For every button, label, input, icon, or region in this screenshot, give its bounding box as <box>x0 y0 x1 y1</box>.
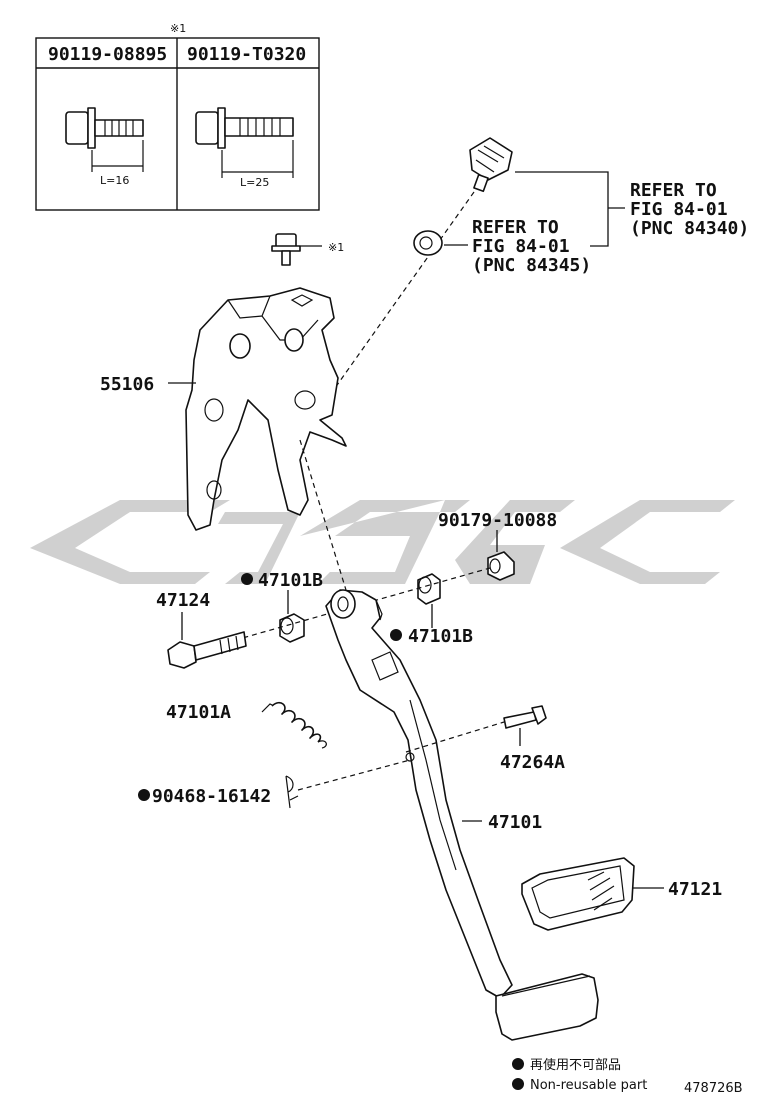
table-note-mark: ※1 <box>170 22 186 35</box>
pedal-stopper <box>503 705 547 746</box>
ref1-line3: (PNC 84340) <box>630 218 749 239</box>
bushing-left <box>279 590 305 643</box>
label-55106: 55106 <box>100 374 154 395</box>
bolt-l16-drawing <box>65 107 144 172</box>
diagram-number: 478726B <box>684 1081 743 1096</box>
table-part-no-1: 90119-08895 <box>48 44 167 65</box>
legend: 再使用不可部品 Non-reusable part <box>512 1057 647 1093</box>
bolt-note-mark: ※1 <box>328 241 344 254</box>
watermark-logo <box>30 500 735 584</box>
label-90179-10088: 90179-10088 <box>438 510 557 531</box>
return-spring <box>261 701 327 749</box>
label-47101: 47101 <box>488 812 542 833</box>
pedal-bracket <box>168 287 347 531</box>
non-reusable-mark-bushing-right <box>390 629 402 641</box>
label-47121: 47121 <box>668 879 722 900</box>
label-47101A: 47101A <box>166 702 231 723</box>
pedal-pad <box>521 857 664 931</box>
legend-english: Non-reusable part <box>530 1078 647 1093</box>
grommet <box>413 230 443 256</box>
non-reusable-mark-clip <box>138 789 150 801</box>
stopper-axis-line <box>405 721 505 753</box>
label-90468-16142: 90468-16142 <box>152 786 271 807</box>
clip-axis-line <box>297 759 411 791</box>
bushing-right <box>417 573 441 628</box>
bolt-l25-drawing <box>195 107 294 178</box>
retaining-clip <box>285 775 299 809</box>
ref2-line2: FIG 84-01 <box>472 236 570 257</box>
pedal-foot-plate <box>495 973 599 1041</box>
legend-dot-japanese <box>512 1058 524 1070</box>
ref2-line1: REFER TO <box>472 217 559 238</box>
ref1-line1: REFER TO <box>630 180 717 201</box>
legend-dot-english <box>512 1078 524 1090</box>
label-47101B-right: 47101B <box>408 626 473 647</box>
flange-nut <box>487 530 515 581</box>
non-reusable-mark-bushing-left <box>241 573 253 585</box>
table-part-no-2: 90119-T0320 <box>187 44 306 65</box>
table-length-2: L=25 <box>240 176 269 189</box>
table-length-1: L=16 <box>100 174 129 187</box>
pedal-arm <box>325 589 513 999</box>
label-47101B-left: 47101B <box>258 570 323 591</box>
label-47264A: 47264A <box>500 752 565 773</box>
legend-japanese: 再使用不可部品 <box>530 1057 621 1073</box>
label-47124: 47124 <box>156 590 210 611</box>
ref2-line3: (PNC 84345) <box>472 255 591 276</box>
pivot-bolt <box>167 612 247 669</box>
stop-lamp-switch <box>329 137 513 396</box>
bolt-variant-table: ※1 90119-08895 90119-T0320 L=16 L=25 <box>35 22 320 211</box>
mounting-bolt <box>271 233 322 266</box>
pivot-axis-line <box>299 439 347 591</box>
reference-leaders <box>444 171 625 247</box>
ref1-line2: FIG 84-01 <box>630 199 728 220</box>
